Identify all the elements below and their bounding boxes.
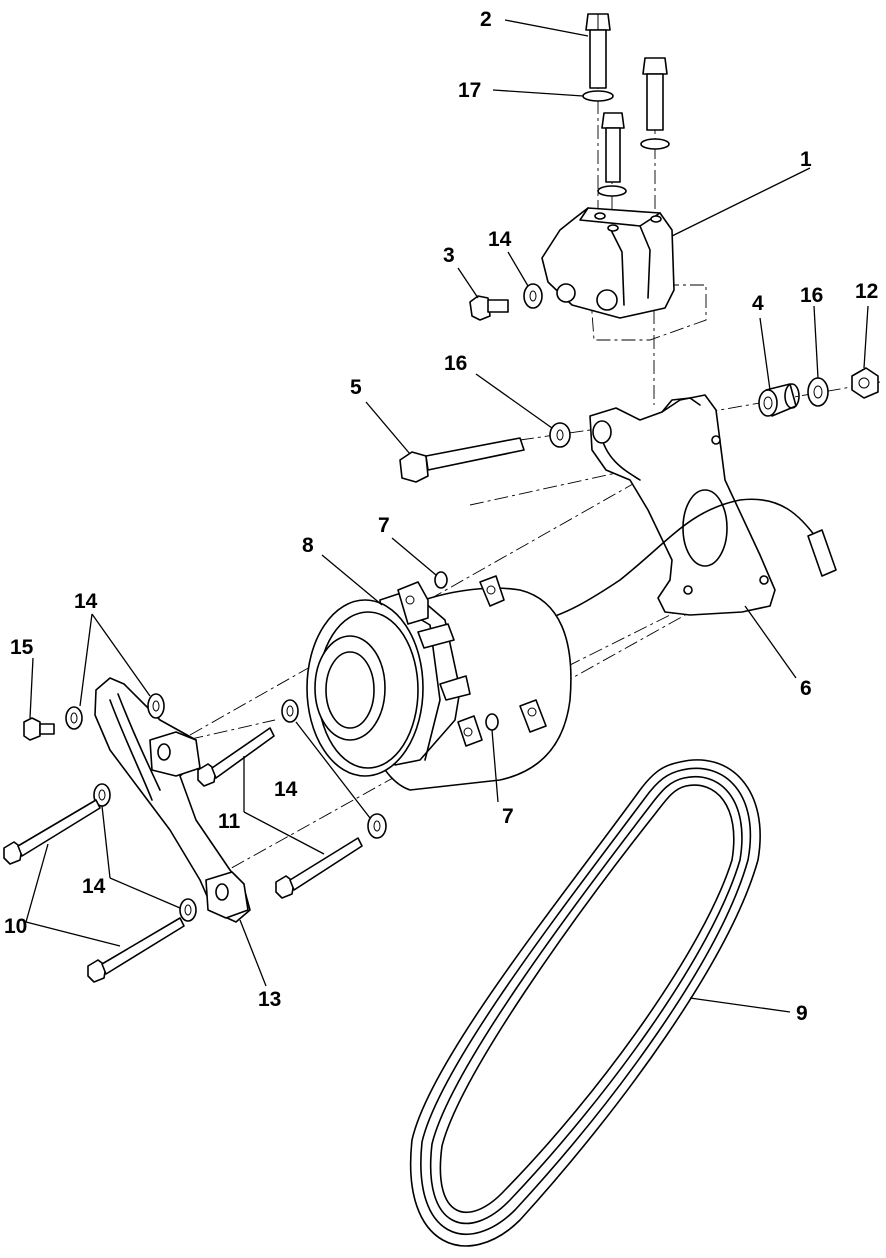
bolt-10-lower bbox=[87, 917, 185, 983]
bolt-10-upper bbox=[3, 799, 101, 865]
top-bolt-middle bbox=[601, 112, 625, 183]
washer-14-left-b bbox=[65, 706, 83, 730]
upper-bracket bbox=[541, 207, 675, 319]
callouts: 2 17 1 3 14 4 16 12 5 16 7 8 14 15 6 14 … bbox=[4, 8, 878, 1025]
bolt-11-lower bbox=[275, 837, 363, 899]
bolt-15 bbox=[23, 717, 55, 741]
callout-13: 13 bbox=[258, 988, 281, 1011]
callout-17: 17 bbox=[458, 79, 481, 102]
callout-16-right: 16 bbox=[800, 284, 823, 307]
nut-12 bbox=[851, 367, 879, 399]
top-bolt-2 bbox=[585, 13, 611, 89]
pin-7-upper bbox=[434, 571, 448, 589]
callout-2: 2 bbox=[480, 8, 492, 31]
drive-belt bbox=[409, 759, 761, 1247]
callout-4: 4 bbox=[752, 292, 764, 315]
callout-14-top: 14 bbox=[488, 228, 512, 251]
washer-14-left-a bbox=[147, 693, 165, 719]
bolt-11-upper bbox=[197, 727, 275, 787]
washer-14-left-d bbox=[179, 898, 197, 922]
callout-14-left: 14 bbox=[74, 590, 98, 613]
washer-14-mid-a bbox=[281, 699, 299, 723]
callout-5: 5 bbox=[350, 376, 362, 399]
compressor bbox=[306, 575, 572, 791]
callout-14-bottom: 14 bbox=[82, 875, 106, 898]
callout-10: 10 bbox=[4, 915, 27, 938]
callout-12: 12 bbox=[855, 280, 878, 303]
callout-7-bottom: 7 bbox=[502, 805, 514, 828]
washer-middle bbox=[597, 185, 627, 197]
callout-15: 15 bbox=[10, 636, 34, 659]
callout-14-mid: 14 bbox=[274, 778, 298, 801]
callout-11: 11 bbox=[218, 810, 241, 833]
washer-17 bbox=[582, 90, 614, 102]
bolt-5 bbox=[399, 437, 525, 483]
bolt-3 bbox=[469, 295, 509, 321]
washer-16-left bbox=[549, 422, 571, 448]
callout-8: 8 bbox=[302, 534, 314, 557]
callout-1: 1 bbox=[800, 148, 812, 171]
washer-14-upper bbox=[523, 283, 543, 309]
pin-7-lower bbox=[485, 713, 499, 731]
main-bracket bbox=[589, 394, 776, 616]
callout-9: 9 bbox=[796, 1002, 808, 1025]
callout-7-top: 7 bbox=[378, 514, 390, 537]
top-bolt-rear bbox=[642, 57, 668, 131]
lower-bracket bbox=[94, 677, 251, 923]
washer-14-mid-b bbox=[367, 813, 387, 839]
callout-3: 3 bbox=[443, 244, 455, 267]
spacer-4 bbox=[758, 383, 800, 417]
washer-rear bbox=[640, 138, 670, 150]
washer-16-right bbox=[807, 377, 829, 407]
leader-lines bbox=[25, 19, 869, 1013]
callout-6: 6 bbox=[800, 677, 812, 700]
callout-16-left: 16 bbox=[444, 352, 467, 375]
